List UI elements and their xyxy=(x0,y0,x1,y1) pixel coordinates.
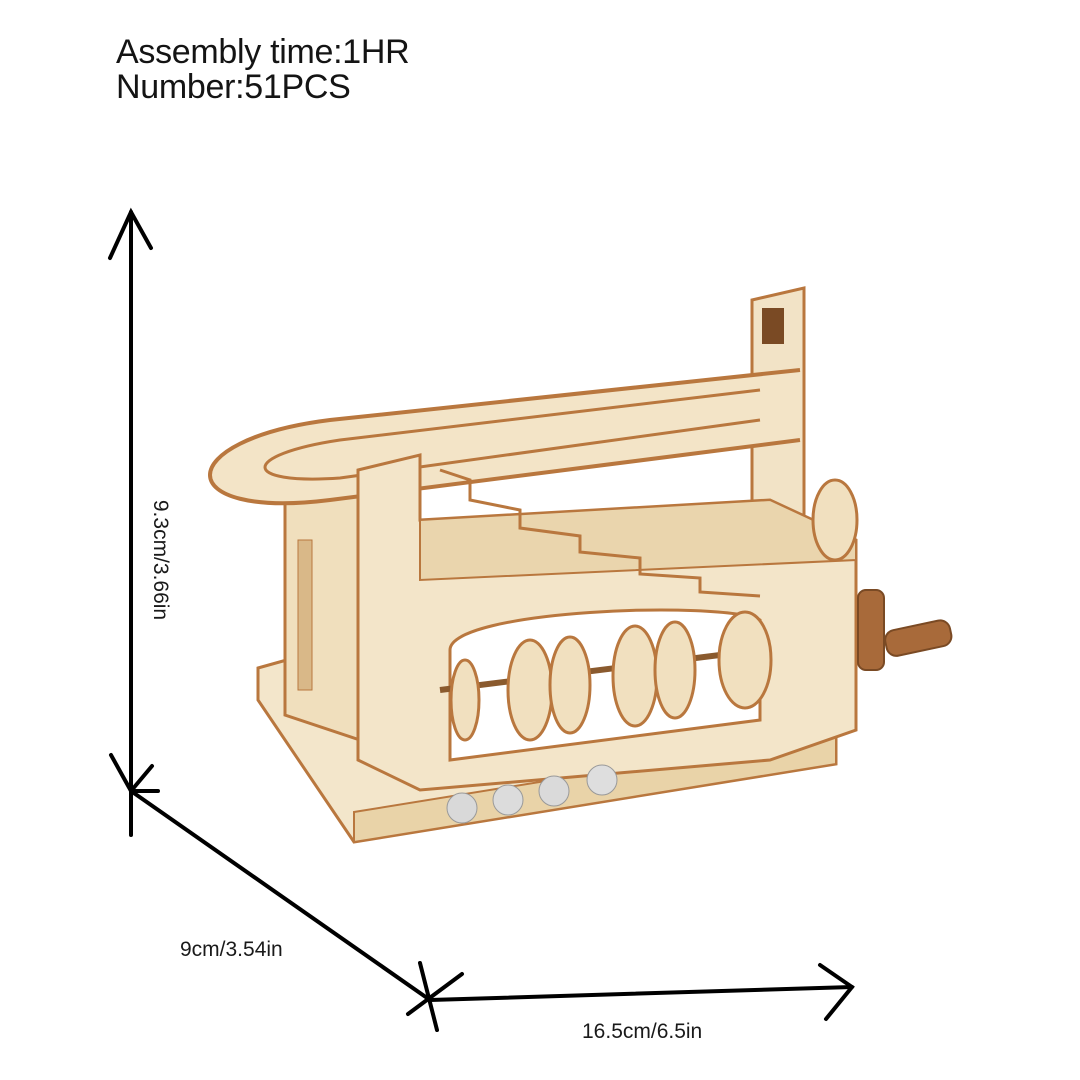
depth-arrow xyxy=(129,789,464,1032)
marbles xyxy=(446,764,618,824)
height-dimension-label: 9.3cm/3.66in xyxy=(149,499,172,621)
assembly-time-label: Assembly time:1HR xyxy=(116,33,410,71)
depth-dimension-label: 9cm/3.54in xyxy=(180,938,283,961)
width-dimension-label: 16.5cm/6.5in xyxy=(582,1020,703,1043)
wooden-marble-run xyxy=(208,286,953,844)
width-arrow xyxy=(428,963,855,1021)
piece-count-label: Number:51PCS xyxy=(116,68,351,106)
